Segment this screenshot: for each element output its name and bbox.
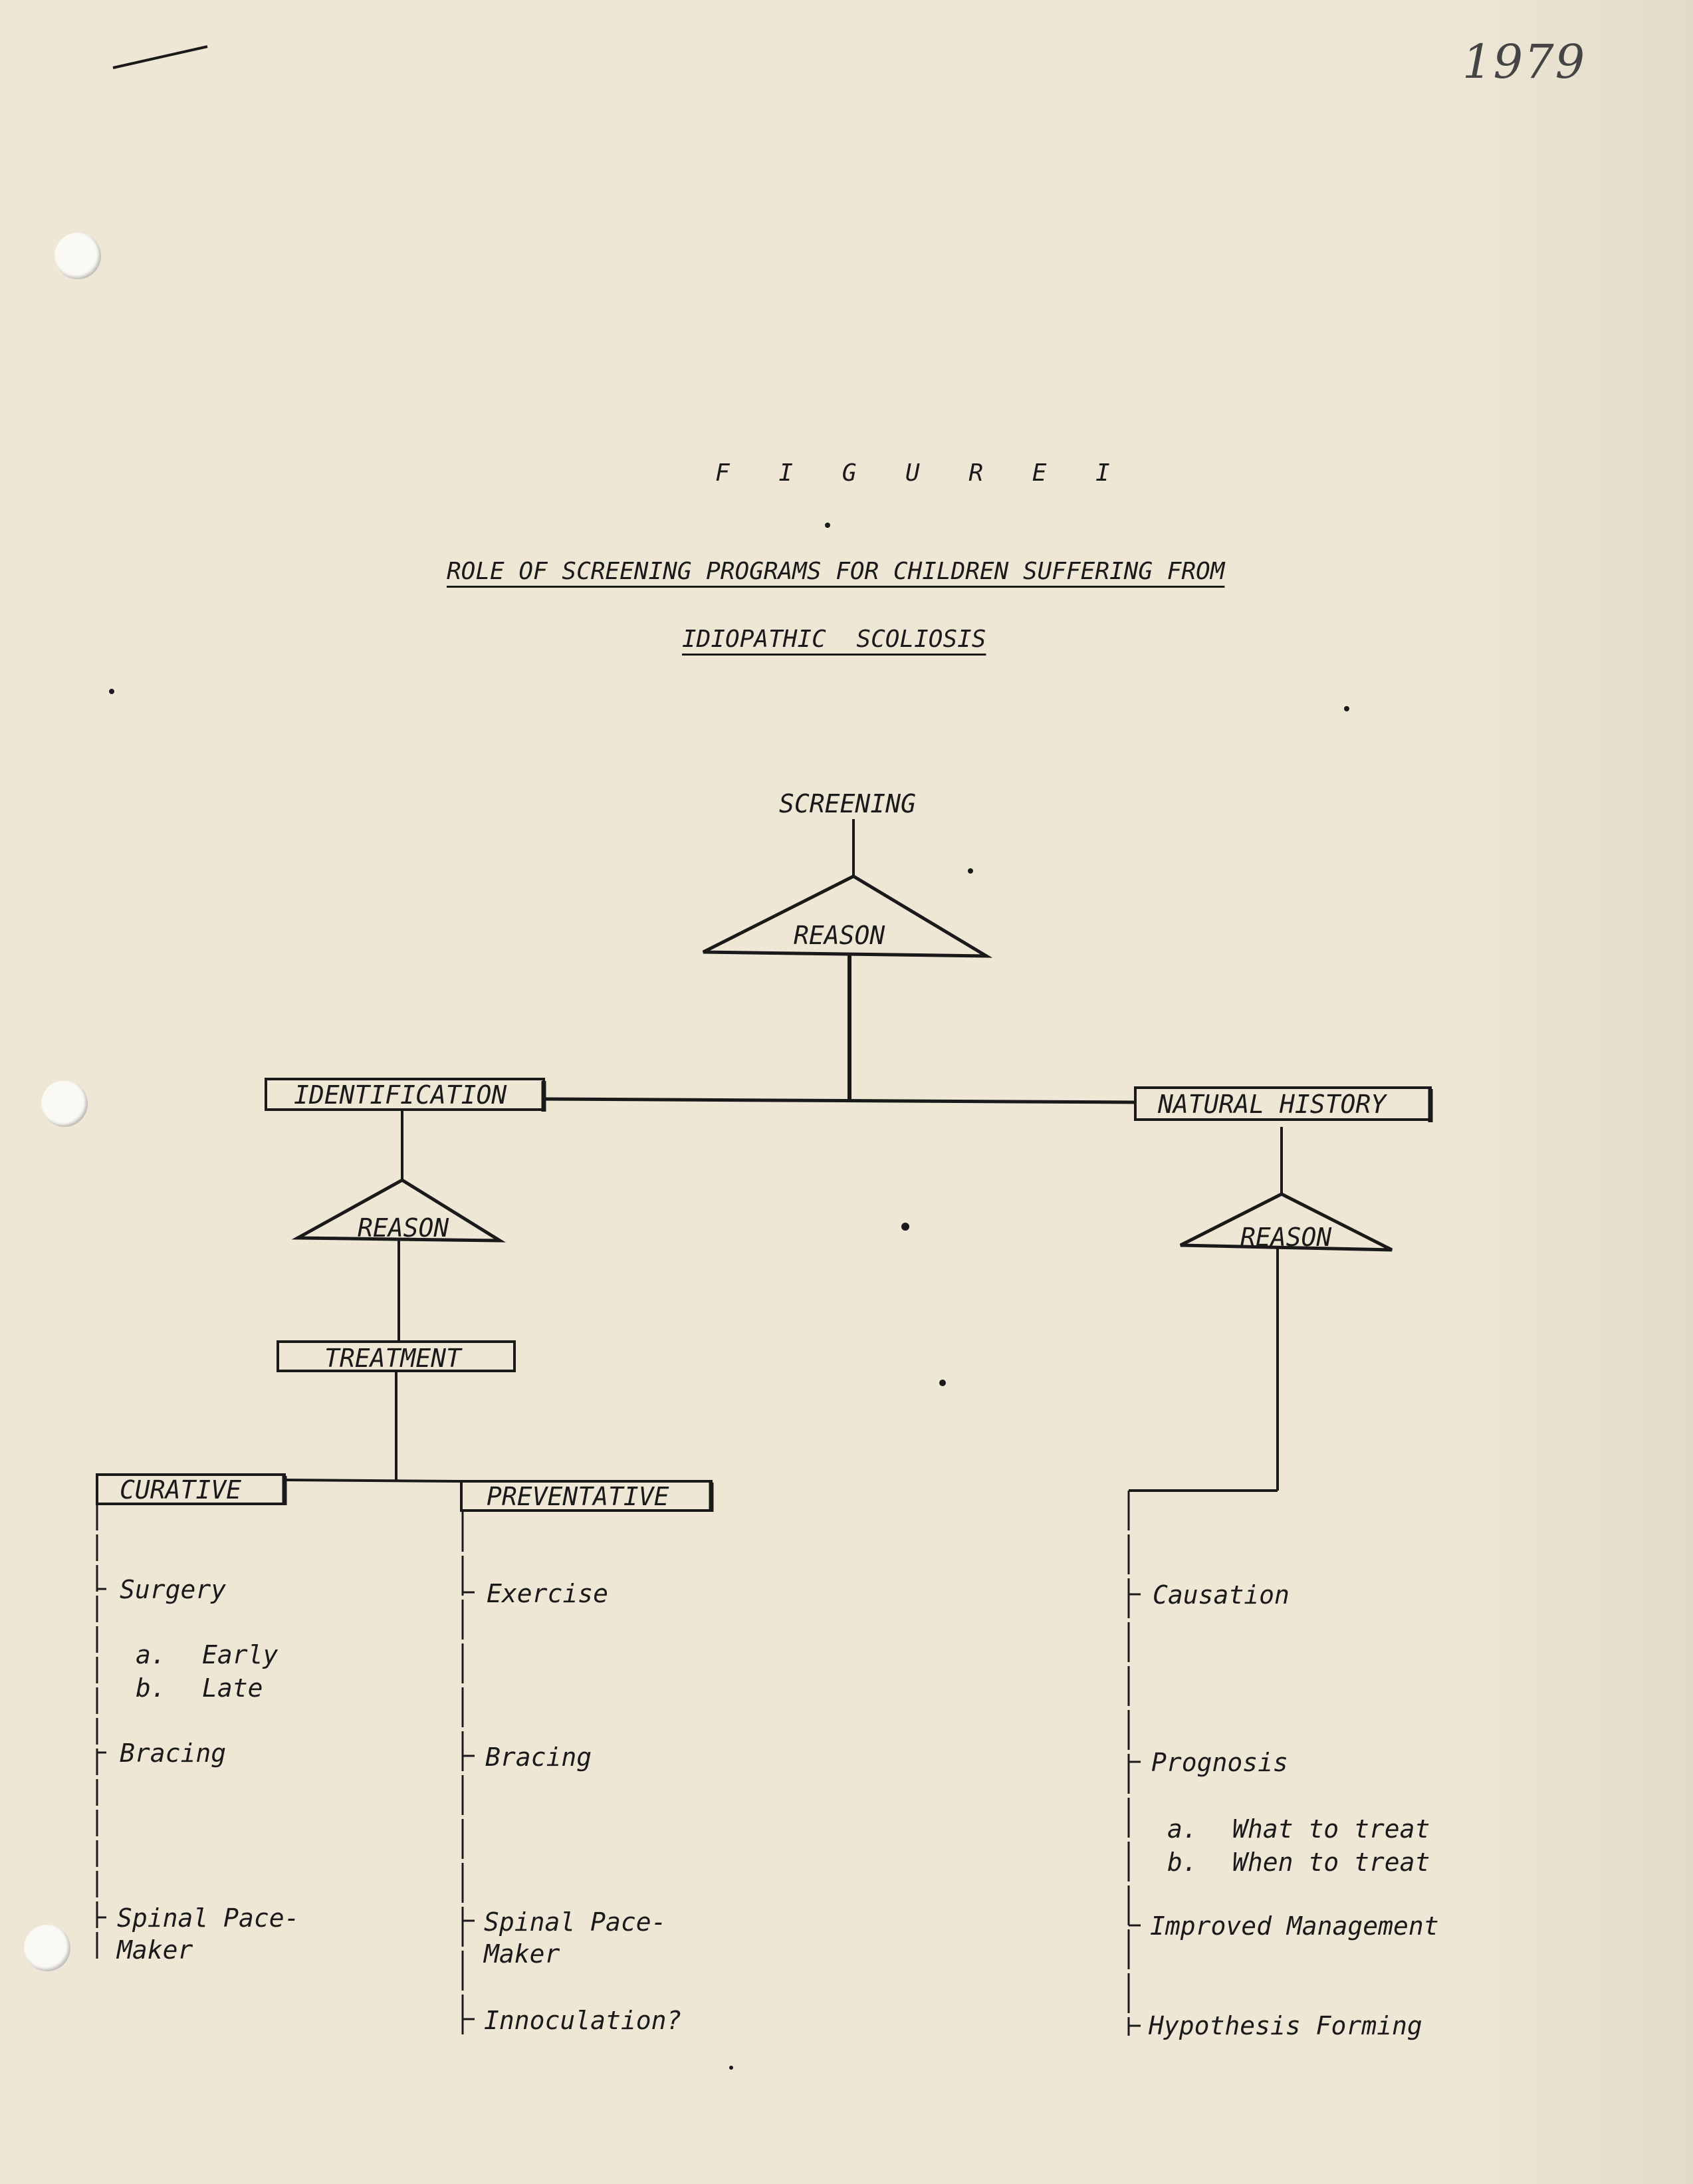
stray-mark	[968, 868, 973, 874]
preventative-exercise: Exercise	[487, 1579, 609, 1608]
reason-right-label: REASON	[1240, 1223, 1332, 1252]
reason-left-label: REASON	[358, 1213, 449, 1243]
binder-hole-top	[55, 233, 101, 279]
connector-main-horizontal	[543, 1097, 1137, 1104]
preventative-pacemaker-line2: Maker	[484, 1939, 560, 1969]
natural-history-prognosis-b: When to treat	[1232, 1848, 1430, 1877]
curative-label: CURATIVE	[120, 1475, 242, 1505]
stray-mark	[1344, 706, 1349, 711]
reason-triangle-right	[1179, 1192, 1393, 1252]
natural-history-prognosis-b-marker: b.	[1167, 1848, 1198, 1877]
natural-history-causation: Causation	[1153, 1580, 1290, 1610]
binder-hole-middle	[41, 1080, 88, 1127]
figure-title-line2: IDIOPATHIC SCOLIOSIS	[682, 626, 986, 653]
stray-mark	[939, 1380, 946, 1386]
connector-treatment-horizontal	[284, 1479, 461, 1483]
stray-mark	[825, 523, 830, 528]
curative-surgery-a-marker: a.	[136, 1640, 166, 1669]
binder-hole-bottom	[24, 1925, 70, 1971]
curative-surgery-b: Late	[202, 1673, 263, 1703]
reason-triangle-top	[702, 874, 993, 958]
pen-stroke	[112, 45, 208, 69]
screening-label: SCREENING	[779, 789, 916, 818]
curative-surgery: Surgery	[120, 1575, 227, 1604]
curative-pacemaker-line1: Spinal Pace-	[117, 1903, 300, 1933]
figure-title-line1: ROLE OF SCREENING PROGRAMS FOR CHILDREN …	[447, 558, 1225, 585]
stray-mark	[729, 2066, 733, 2070]
identification-label: IDENTIFICATION	[294, 1080, 507, 1110]
natural-history-prognosis: Prognosis	[1151, 1748, 1288, 1777]
curative-pacemaker-line2: Maker	[117, 1935, 193, 1965]
natural-history-improved-management: Improved Management	[1150, 1911, 1439, 1941]
paper-shade	[1449, 0, 1693, 2184]
preventative-pacemaker-line1: Spinal Pace-	[484, 1907, 667, 1937]
stray-mark	[109, 689, 114, 694]
handwritten-year: 1979	[1462, 35, 1587, 89]
curative-bracing: Bracing	[120, 1739, 227, 1768]
preventative-innoculation: Innoculation?	[484, 2006, 682, 2035]
stray-mark	[901, 1223, 909, 1231]
reason-top-label: REASON	[794, 921, 885, 950]
natural-history-hypothesis-forming: Hypothesis Forming	[1149, 2011, 1422, 2040]
curative-surgery-b-marker: b.	[136, 1673, 166, 1703]
preventative-label: PREVENTATIVE	[487, 1482, 669, 1511]
natural-history-prognosis-a: What to treat	[1232, 1814, 1430, 1844]
curative-surgery-a: Early	[202, 1640, 279, 1669]
natural-history-label: NATURAL HISTORY	[1158, 1090, 1387, 1119]
figure-label: F I G U R E I	[715, 459, 1127, 487]
preventative-bracing: Bracing	[485, 1743, 592, 1772]
treatment-label: TREATMENT	[324, 1344, 461, 1373]
natural-history-prognosis-a-marker: a.	[1167, 1814, 1198, 1844]
